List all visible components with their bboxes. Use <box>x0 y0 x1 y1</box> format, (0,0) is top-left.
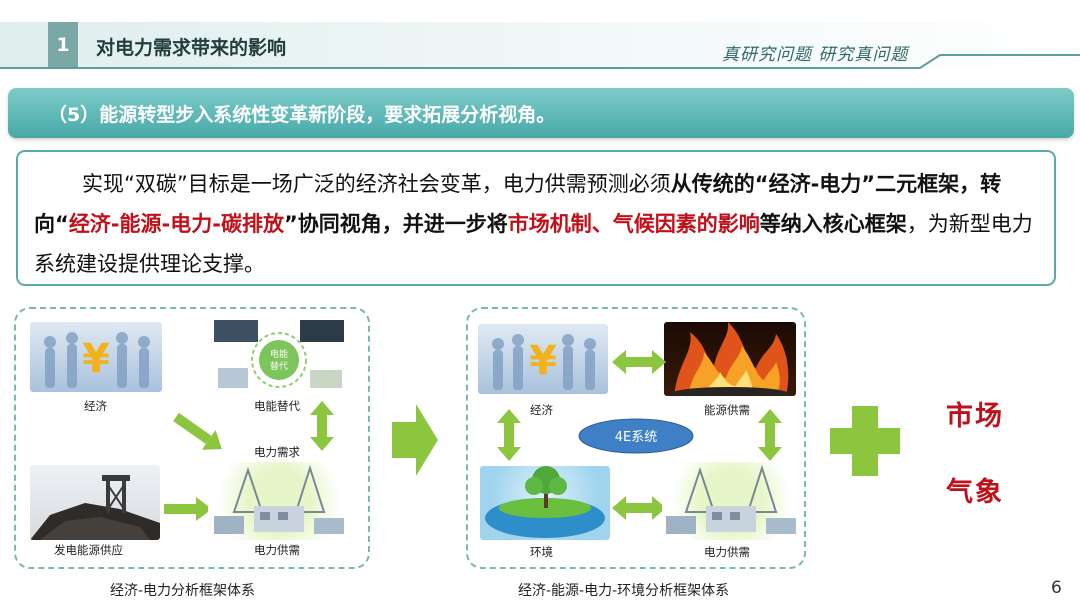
paragraph: 实现“双碳”目标是一场广泛的经济社会变革，电力供需预测必须从传统的“经济-电力”… <box>34 164 1036 284</box>
double-arrow-bottom-icon <box>612 496 666 520</box>
svg-text:¥: ¥ <box>82 336 110 382</box>
arrow-economy-to-supply-icon <box>173 412 222 450</box>
page-number: 6 <box>1051 578 1062 598</box>
power-grid-image-left <box>208 462 350 540</box>
arrow-energy-to-supply-icon <box>164 497 212 521</box>
economy-image: ¥ <box>30 322 162 392</box>
header-bar <box>0 22 1080 68</box>
section-number: 1 <box>48 22 78 68</box>
double-arrow-top-icon <box>612 350 666 374</box>
header-underline <box>0 54 1080 69</box>
environment-image <box>480 466 610 540</box>
arrows-right <box>497 350 782 520</box>
label-energy-right: 能源供需 <box>704 403 750 417</box>
diagram-4e-system <box>466 307 806 569</box>
text-run-red: 市场机制、气候因素的影响 <box>507 212 760 236</box>
text-run-bold: ”协同视角，并进一步将 <box>283 212 508 236</box>
caption-left: 经济-电力分析框架体系 <box>110 583 256 599</box>
text-run-bold: 从传统的“经济-电力”二元框架，转向“ <box>34 172 1002 236</box>
fire-image <box>664 322 796 396</box>
double-arrow-left-vertical-icon <box>497 409 521 461</box>
section-banner: （5）能源转型步入系统性变革新阶段，要求拓展分析视角。 <box>8 88 1074 138</box>
label-energy-supply: 发电能源供应 <box>54 543 123 557</box>
economy-image-right: ¥ <box>478 324 608 394</box>
text-run: 实现“双碳”目标是一场广泛的经济社会变革，电力供需预测必须 <box>82 172 671 196</box>
bubble-text-2: 替代 <box>270 360 288 372</box>
label-demand: 电力需求 <box>254 445 300 459</box>
center-4e-node: 4E系统 <box>578 418 694 454</box>
text-box: 实现“双碳”目标是一场广泛的经济社会变革，电力供需预测必须从传统的“经济-电力”… <box>16 150 1056 286</box>
label-economy: 经济 <box>84 399 107 413</box>
arrows-left <box>164 401 334 521</box>
label-economy-right: 经济 <box>530 403 553 417</box>
label-environment: 环境 <box>530 545 553 559</box>
diagram-economy-power <box>14 307 370 569</box>
substitution-image: 电能 替代 <box>210 318 348 394</box>
banner-text: （5）能源转型步入系统性变革新阶段，要求拓展分析视角。 <box>48 103 556 126</box>
coal-image <box>30 465 160 540</box>
center-text: 4E系统 <box>615 430 658 445</box>
term-market: 市场 <box>946 401 1004 432</box>
double-arrow-right-vertical-icon <box>758 409 782 461</box>
tagline: 真研究问题 研究真问题 <box>722 45 909 65</box>
big-arrow-right-icon <box>392 404 438 476</box>
label-supply-demand-right: 电力供需 <box>704 545 750 559</box>
text-run-bold: 等纳入核心框架 <box>759 212 907 236</box>
power-grid-image-right <box>662 462 800 540</box>
double-arrow-vertical-icon <box>310 401 334 451</box>
label-substitution: 电能替代 <box>254 399 300 413</box>
caption-right: 经济-能源-电力-环境分析框架体系 <box>518 583 730 599</box>
plus-icon <box>830 406 900 476</box>
bubble-text-1: 电能 <box>270 348 288 360</box>
term-climate: 气象 <box>946 477 1004 508</box>
text-run: ，为新型电力系统建设提供理论支撑。 <box>34 212 1033 276</box>
section-title: 对电力需求带来的影响 <box>96 37 287 59</box>
text-run-red: 经济-能源-电力-碳排放 <box>68 212 284 236</box>
label-supply-demand-left: 电力供需 <box>254 543 300 557</box>
svg-text:¥: ¥ <box>529 338 557 384</box>
